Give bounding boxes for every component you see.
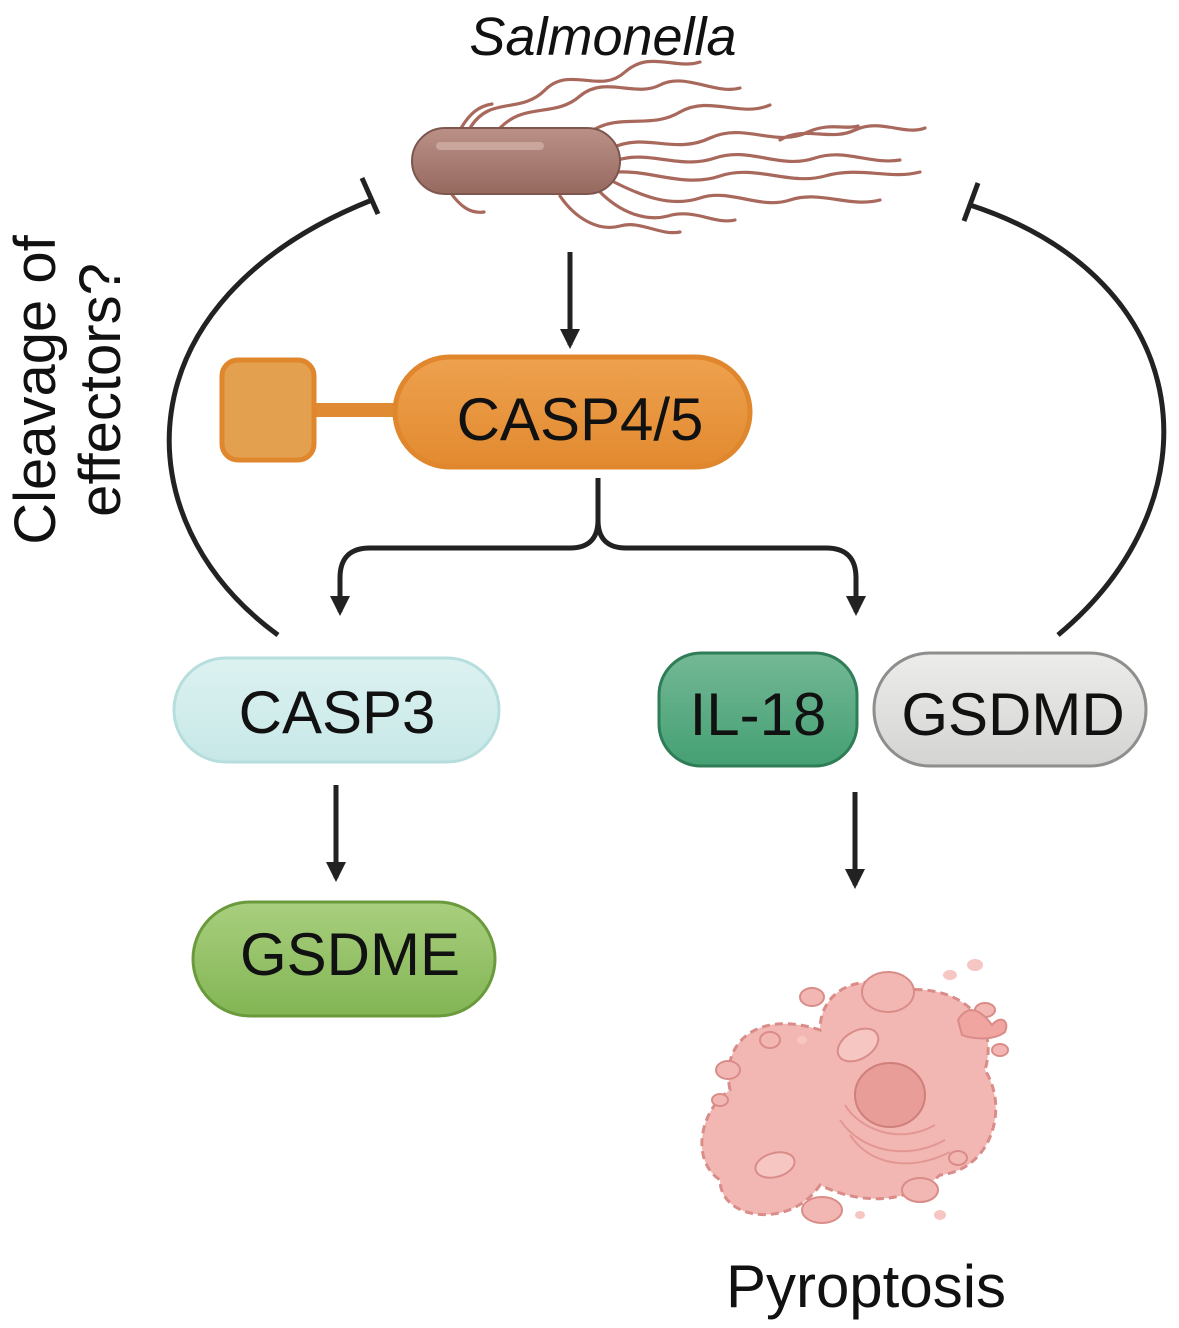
side-note-line2: effectors? (68, 263, 133, 517)
side-note-line1: Cleavage of (3, 234, 68, 544)
pyroptotic-cell-icon (700, 959, 1009, 1224)
casp45-node: CASP4/5 (219, 354, 753, 470)
inhibition-arc-right (969, 202, 1167, 637)
casp3-node: CASP3 (172, 656, 501, 764)
inhibition-arc-left (166, 197, 373, 638)
gsdmd-label: GSDMD (901, 681, 1124, 748)
casp45-label: CASP4/5 (457, 386, 704, 453)
gsdme-node: GSDME (191, 900, 497, 1018)
il18-node: IL-18 (657, 651, 859, 768)
gsdme-label: GSDME (240, 921, 460, 988)
arrow-to-il18 (595, 519, 866, 616)
arrow-to-casp3 (330, 519, 601, 616)
card-domain-icon (219, 357, 317, 463)
casp3-label: CASP3 (239, 679, 436, 746)
salmonella-bacterium-icon (411, 59, 927, 235)
pyroptosis-label: Pyroptosis (726, 1253, 1006, 1320)
salmonella-label: Salmonella (469, 7, 736, 67)
inhibition-bar-right (961, 182, 981, 222)
inhibition-bar-left (359, 176, 381, 216)
gsdmd-node: GSDMD (872, 651, 1148, 768)
il18-label: IL-18 (690, 681, 827, 748)
